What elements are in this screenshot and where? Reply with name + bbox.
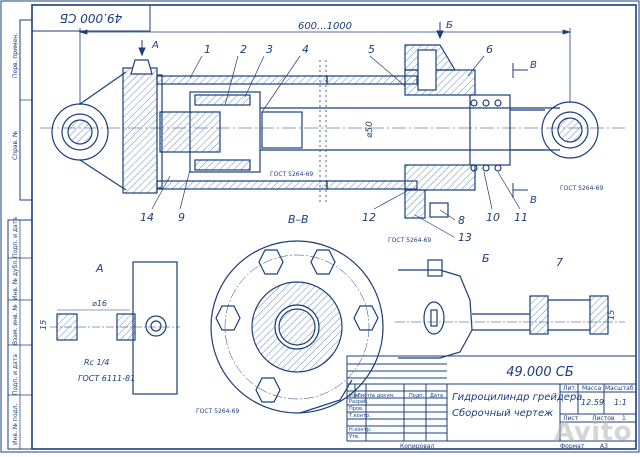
- role-label-2: Т.контр.: [348, 413, 371, 419]
- section-bb: [210, 240, 384, 414]
- callout-14: 14: [140, 211, 154, 224]
- gost-weld-right: ГОСТ 5264-69: [560, 185, 603, 192]
- callout-13: 13: [458, 231, 472, 244]
- format-value: А3: [600, 443, 608, 450]
- thread-label: Rc 1/4: [84, 358, 109, 367]
- view-markers: [138, 22, 528, 198]
- view-marker-v-top: В: [530, 60, 537, 71]
- callout-7: 7: [556, 256, 563, 269]
- callout-9: 9: [178, 211, 185, 224]
- role-label-0: Разраб.: [349, 399, 369, 405]
- dim-15-right: 15: [607, 310, 616, 320]
- dim-phi16: ⌀16: [92, 299, 107, 308]
- title-name: Гидроцилиндр грейдера: [452, 392, 582, 403]
- callout-1: 1: [204, 43, 211, 56]
- callout-4: 4: [302, 43, 309, 56]
- view-marker-b: Б: [446, 20, 453, 31]
- dimension-length-label: 600...1000: [298, 21, 352, 32]
- callout-10: 10: [486, 211, 500, 224]
- view-b: [395, 259, 625, 359]
- col-lit: Лит.: [563, 385, 577, 392]
- side-label-0: Перв. примен.: [12, 33, 19, 78]
- side-stamp: Перв. примен. Справ. № Подп. и дата Инв.…: [7, 19, 33, 450]
- callout-12: 12: [362, 211, 376, 224]
- callout-8: 8: [458, 214, 465, 227]
- row-label-2: № докум.: [370, 393, 395, 399]
- gost-weld-left: ГОСТ 5264-69: [388, 237, 431, 244]
- callout-11: 11: [514, 211, 528, 224]
- format-label: Формат: [560, 443, 585, 450]
- section-label: В–В: [288, 213, 309, 226]
- dim-15-left: 15: [39, 320, 48, 330]
- thread-gost: ГОСТ 6111-81: [78, 374, 135, 383]
- side-label-5: Подп. и дата: [12, 354, 19, 395]
- view-marker-v-bottom: В: [530, 195, 537, 206]
- callout-5: 5: [368, 43, 375, 56]
- role-label-5: Утв.: [349, 434, 360, 440]
- role-label-4: Н.контр.: [349, 427, 372, 433]
- corner-code: 49.000 СБ: [60, 11, 122, 25]
- callout-6: 6: [486, 43, 493, 56]
- gost-weld-mid: ГОСТ 5264-69: [270, 171, 313, 178]
- callout-2: 2: [240, 43, 247, 56]
- sheets-label: Листов: [592, 415, 615, 422]
- cylinder-main-view: [40, 44, 625, 219]
- row-label-3: Подп.: [409, 393, 425, 399]
- side-label-6: Инв. № подл.: [12, 404, 19, 445]
- sheet-label: Лист: [563, 415, 579, 422]
- view-marker-a: А: [151, 40, 159, 51]
- copied-label: Копировал: [400, 443, 434, 450]
- title-doc-code: 49.000 СБ: [506, 365, 574, 380]
- view-a: [50, 261, 180, 395]
- watermark: Avito: [554, 417, 632, 447]
- dimension-length: [78, 28, 572, 105]
- row-label-4: Дата: [430, 393, 443, 399]
- mass-value: 12.59: [581, 398, 604, 407]
- row-label-0: Изм: [349, 393, 359, 399]
- view-b-label: Б: [482, 252, 490, 265]
- title-subtitle: Сборочный чертеж: [452, 407, 553, 419]
- col-scale: Масштаб: [605, 385, 634, 392]
- sheets-value: 1: [622, 415, 626, 422]
- view-a-label: А: [95, 262, 104, 275]
- side-label-1: Справ. №: [12, 131, 19, 160]
- callout-3: 3: [266, 43, 273, 56]
- role-label-1: Пров.: [349, 406, 364, 412]
- side-label-4: Взам. инв. №: [12, 304, 19, 345]
- col-mass: Масса: [582, 385, 601, 392]
- title-block-frame: [346, 355, 637, 442]
- row-label-1: Лист: [357, 393, 370, 399]
- side-label-3: Инв. № дубл.: [12, 259, 19, 300]
- scale-value: 1:1: [614, 398, 627, 407]
- corner-code-box: [31, 4, 151, 32]
- side-label-2: Подп. и дата: [12, 217, 19, 258]
- dimension-diameter: ⌀50: [365, 121, 375, 138]
- gost-weld-bottom: ГОСТ 5264-69: [196, 408, 239, 415]
- callout-leaders: [151, 55, 521, 238]
